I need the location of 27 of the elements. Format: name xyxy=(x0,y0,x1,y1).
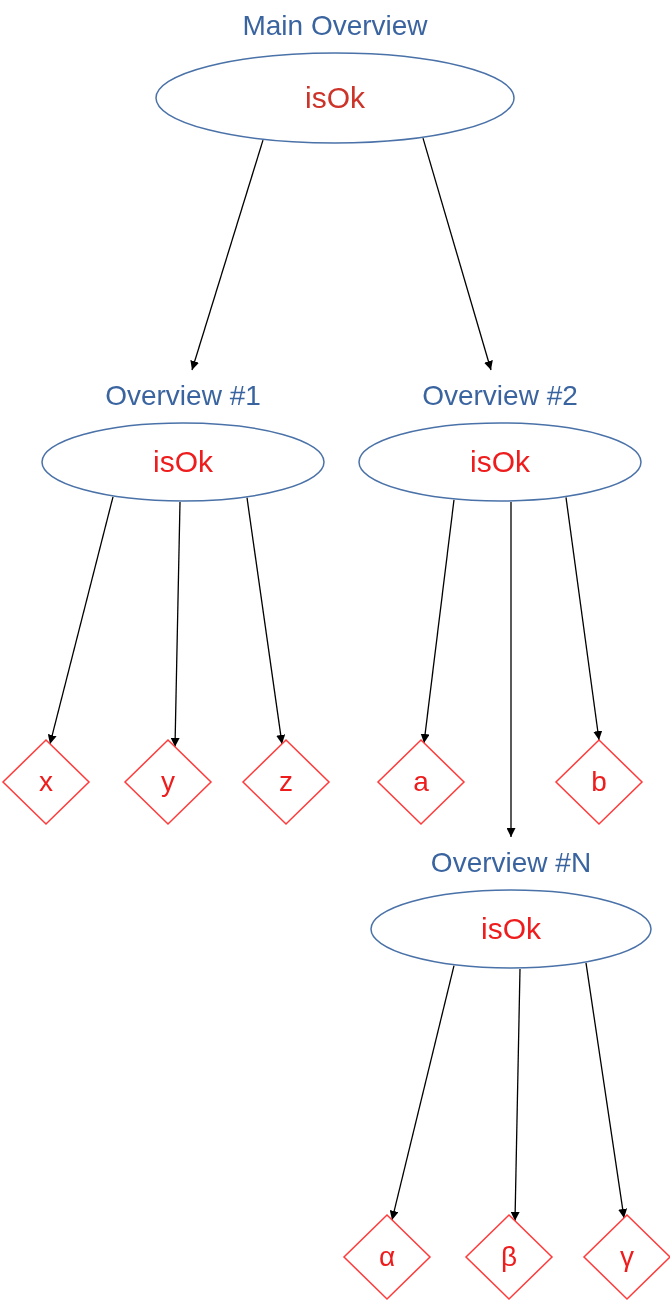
node-label: isOk xyxy=(470,445,530,479)
arrow xyxy=(510,968,521,1222)
arrow xyxy=(585,962,628,1219)
node-label: x xyxy=(39,766,53,798)
node-label: isOk xyxy=(305,81,365,115)
node-label: a xyxy=(413,766,429,798)
arrow xyxy=(246,497,286,745)
node-label: y xyxy=(161,766,175,798)
node-heading: Overview #1 xyxy=(105,380,261,412)
arrow xyxy=(506,501,516,838)
arrow xyxy=(389,964,455,1221)
arrow xyxy=(420,499,455,744)
arrow xyxy=(422,137,493,371)
node-label: b xyxy=(591,766,607,798)
node-label: α xyxy=(378,1241,396,1273)
arrow xyxy=(47,496,114,745)
node-label: γ xyxy=(620,1241,634,1273)
node-label: isOk xyxy=(153,445,213,479)
arrow xyxy=(565,496,603,741)
node-heading: Overview #N xyxy=(430,847,592,879)
arrow xyxy=(190,139,264,371)
node-label: β xyxy=(500,1241,518,1273)
node-label: z xyxy=(279,766,293,798)
node-label: isOk xyxy=(481,912,541,946)
node-heading: Overview #2 xyxy=(422,380,578,412)
arrow xyxy=(170,501,181,748)
node-heading: Main Overview xyxy=(242,10,428,42)
